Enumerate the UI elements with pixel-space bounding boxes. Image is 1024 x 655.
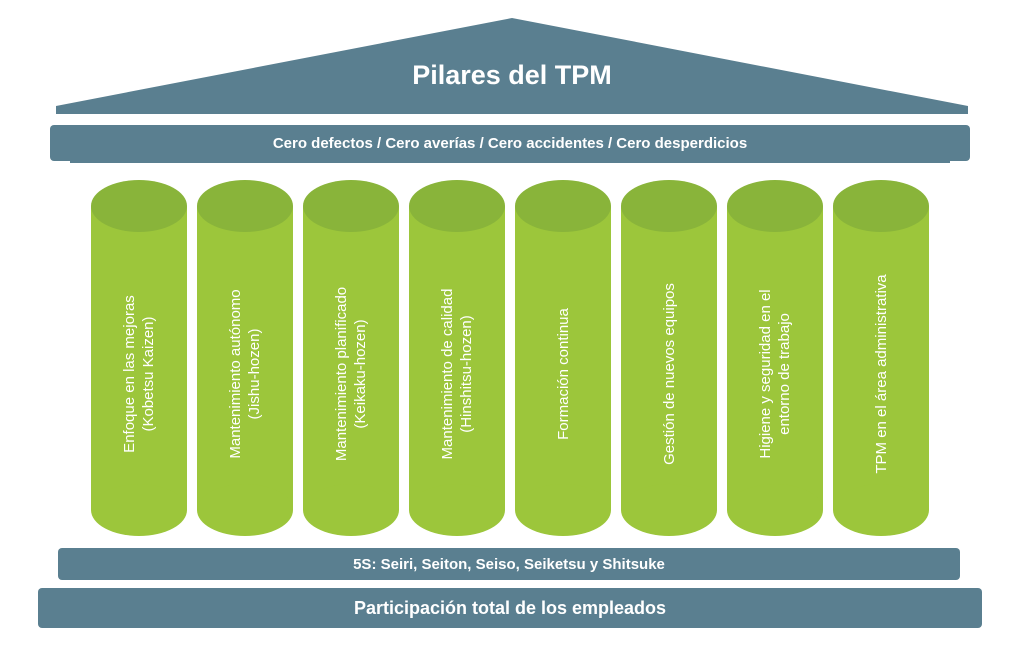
pillar-capital (303, 180, 399, 232)
pillar-2: Mantenimiento autónomo (Jishu-hozen) (197, 180, 293, 536)
pillar-label: Gestión de nuevos equipos (660, 283, 678, 465)
diagram-title: Pilares del TPM (412, 60, 612, 90)
pillar-label: Mantenimiento planificado (Keikaku-hozen… (333, 286, 369, 462)
pillar-label: Mantenimiento de calidad (Hinshitsu-hoze… (439, 288, 475, 460)
base-upper-text: 5S: Seiri, Seiton, Seiso, Seiketsu y Shi… (353, 555, 665, 573)
pillar-label: Higiene y seguridad en el entorno de tra… (757, 289, 793, 459)
pillar-6: Gestión de nuevos equipos (621, 180, 717, 536)
entablature-underside (70, 153, 950, 163)
pillar-7: Higiene y seguridad en el entorno de tra… (727, 180, 823, 536)
pillar-capital (515, 180, 611, 232)
pillar-capital (91, 180, 187, 232)
pillar-4: Mantenimiento de calidad (Hinshitsu-hoze… (409, 180, 505, 536)
pillar-label: Enfoque en las mejoras (Kobetsu Kaizen) (121, 295, 157, 453)
base-lower-text: Participación total de los empleados (353, 597, 667, 618)
roof-pediment (56, 18, 968, 114)
pillar-label: Mantenimiento autónomo (Jishu-hozen) (227, 289, 263, 459)
pillar-capital (833, 180, 929, 232)
base-lower-band: Participación total de los empleados (38, 588, 982, 628)
pillar-3: Mantenimiento planificado (Keikaku-hozen… (303, 180, 399, 536)
pillar-capital (727, 180, 823, 232)
entablature-text: Cero defectos / Cero averías / Cero acci… (272, 134, 748, 152)
pillar-8: TPM en el área administrativa (833, 180, 929, 536)
pillar-capital (409, 180, 505, 232)
pillar-capital (197, 180, 293, 232)
pillar-label: TPM en el área administrativa (872, 274, 890, 474)
pillar-1: Enfoque en las mejoras (Kobetsu Kaizen) (91, 180, 187, 536)
pillar-5: Formación continua (515, 180, 611, 536)
pillar-label: Formación continua (554, 308, 572, 440)
pillar-capital (621, 180, 717, 232)
base-upper-band: 5S: Seiri, Seiton, Seiso, Seiketsu y Shi… (58, 548, 960, 580)
